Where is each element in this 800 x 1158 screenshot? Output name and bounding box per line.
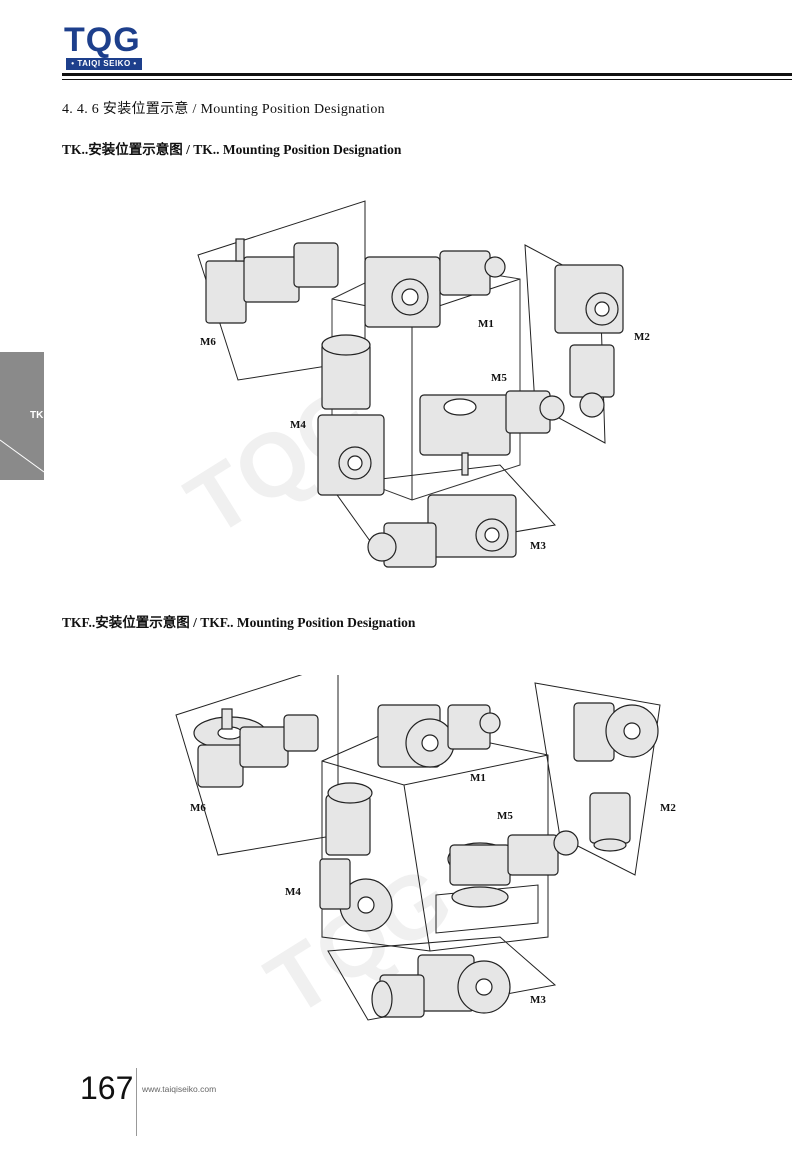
footer-divider — [136, 1068, 137, 1136]
chapter-side-tab — [0, 352, 44, 480]
position-label-m6: M6 — [200, 336, 216, 348]
header-rule-thin — [62, 79, 792, 80]
header-rule-thick — [62, 73, 792, 76]
position-label-m2: M2 — [634, 331, 650, 343]
section-title: 4. 4. 6 安装位置示意 / Mounting Position Desig… — [62, 102, 385, 117]
position-label-m3: M3 — [530, 994, 546, 1006]
tkf-diagram-drawing — [175, 662, 661, 1021]
position-label-m5: M5 — [497, 810, 513, 822]
subtitle-tk: TK..安装位置示意图 / TK.. Mounting Position Des… — [62, 142, 402, 157]
position-label-m4: M4 — [290, 419, 306, 431]
tk-mounting-diagram: M6 M1 M2 M5 M4 M3 — [0, 195, 800, 595]
position-label-m1: M1 — [470, 772, 486, 784]
tk-diagram-drawing — [197, 200, 624, 568]
position-label-m1: M1 — [478, 318, 494, 330]
tkf-mounting-diagram: M6 M1 M2 M5 M4 M3 — [0, 662, 800, 1065]
position-label-m3: M3 — [530, 540, 546, 552]
position-label-m2: M2 — [660, 802, 676, 814]
subtitle-tkf: TKF..安装位置示意图 / TKF.. Mounting Position D… — [62, 615, 416, 630]
footer-website: www.taiqiseiko.com — [142, 1084, 217, 1094]
position-label-m6: M6 — [190, 802, 206, 814]
brand-logo-subtitle: • TAIQI SEIKO • — [66, 58, 142, 70]
brand-logo: TQG — [64, 21, 141, 59]
position-label-m5: M5 — [491, 372, 507, 384]
chapter-side-tab-label: TK — [30, 410, 44, 421]
page-number: 167 — [80, 1070, 134, 1106]
position-label-m4: M4 — [285, 886, 301, 898]
